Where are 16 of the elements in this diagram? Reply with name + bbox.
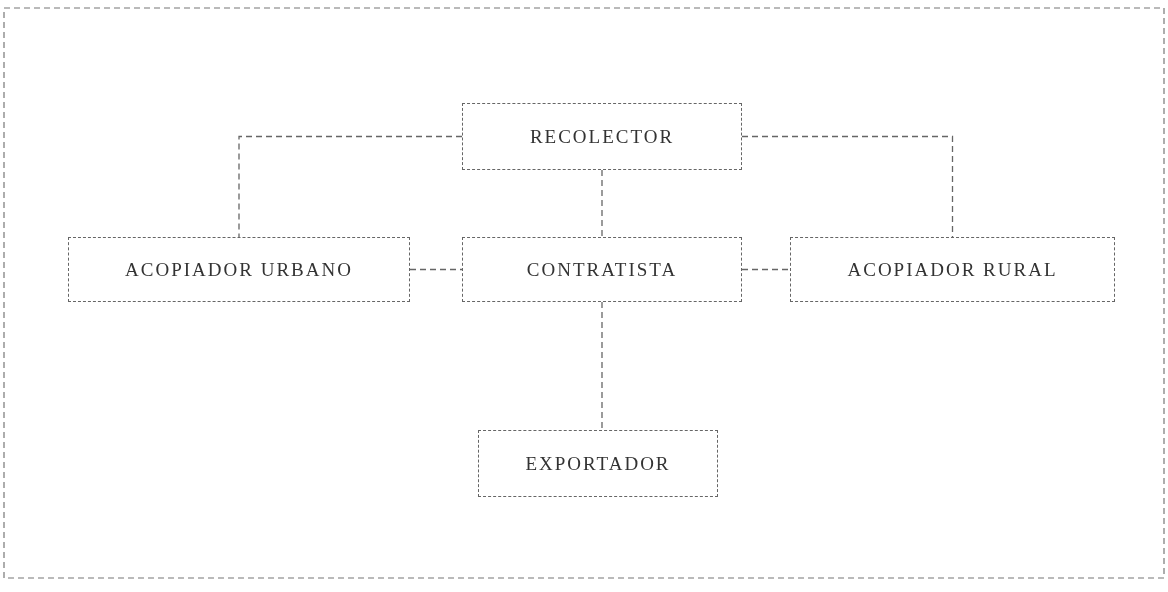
connector-line xyxy=(741,135,954,238)
dashed-box xyxy=(68,237,410,302)
dashed-box xyxy=(462,103,742,170)
connector-line xyxy=(601,301,603,431)
node-label: CONTRATISTA xyxy=(526,258,678,281)
connector-line xyxy=(409,268,463,271)
dashed-box xyxy=(790,237,1115,302)
connector-line xyxy=(741,268,791,271)
dashed-box xyxy=(478,430,718,497)
connector-line xyxy=(601,169,603,238)
node-label: ACOPIADOR RURAL xyxy=(847,258,1058,281)
node-label: RECOLECTOR xyxy=(529,125,675,148)
node-label: ACOPIADOR URBANO xyxy=(125,258,353,281)
connector-line xyxy=(238,135,463,238)
node-label: EXPORTADOR xyxy=(525,452,671,475)
dashed-box xyxy=(462,237,742,302)
